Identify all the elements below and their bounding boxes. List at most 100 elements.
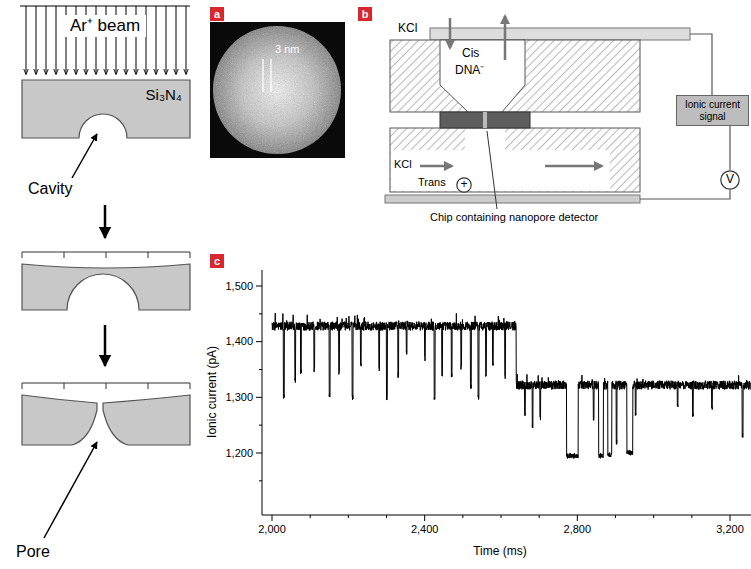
circle-shape [457, 178, 471, 192]
y-tick [259, 480, 262, 481]
ion-beam [20, 6, 190, 74]
scale-bar [270, 59, 271, 92]
chip-window [465, 129, 505, 151]
beam-ray [156, 6, 157, 74]
membrane [483, 112, 487, 128]
cis-chamber [440, 40, 525, 112]
chamber-label: Cis [462, 47, 479, 61]
x-tick [577, 515, 578, 521]
axis-title: Ionic current (pA) [206, 346, 220, 438]
membrane-disc [213, 26, 341, 154]
removed-layer-line [22, 383, 190, 389]
nanopore-chip [440, 112, 530, 128]
thinned-membrane [22, 264, 190, 310]
chamber-label: Trans [418, 176, 446, 189]
tick-label: 1,500 [225, 280, 253, 293]
flow-arrow [420, 165, 452, 168]
beam-ray [176, 6, 177, 74]
wire-connector [729, 126, 730, 170]
x-axis [262, 515, 751, 516]
step-arrow [104, 325, 107, 366]
tick-label: 3,200 [716, 523, 744, 536]
tick-label: 1,200 [225, 447, 253, 460]
image-background [210, 22, 345, 158]
upper-housing [390, 40, 640, 112]
wire [640, 190, 730, 199]
node-text: + [460, 178, 467, 192]
tick-label: 2,400 [411, 523, 439, 536]
scale-label: 3 nm [275, 43, 299, 56]
tick-label: 2,000 [258, 523, 286, 536]
y-tick [256, 286, 262, 287]
beam-ray [186, 6, 187, 74]
x-tick [424, 515, 425, 521]
panel-letter: c [210, 254, 224, 268]
circle-symbol: + [456, 177, 472, 193]
top-plate [430, 28, 690, 40]
flow-arrow [545, 165, 602, 168]
x-tick [691, 515, 692, 518]
x-tick [272, 515, 273, 521]
image-grain [213, 26, 341, 154]
beam-ray [26, 6, 27, 74]
y-tick [256, 453, 262, 454]
leader-arrow [72, 134, 97, 178]
flow-label: KCl [398, 22, 417, 36]
trans-channel [391, 150, 610, 191]
milling-stages [22, 134, 190, 538]
removed-layer-line [22, 252, 190, 258]
node-text: Ionic current signal [681, 99, 744, 122]
molecule-label: DNA⁻ [455, 64, 484, 78]
panel-letter-text: a [214, 8, 220, 21]
circle-symbol: V [720, 170, 740, 190]
panel-letter-text: c [214, 255, 220, 268]
circle-shape [721, 171, 739, 189]
tick-label: 1,400 [225, 335, 253, 348]
x-tick [462, 515, 463, 518]
beam-ray [36, 6, 37, 74]
electrode-plate [385, 195, 640, 203]
tem-image [210, 22, 345, 158]
x-tick [501, 515, 502, 518]
part-label: Pore [16, 543, 50, 561]
node-text: V [726, 173, 734, 187]
current-trace [272, 313, 750, 458]
leader-arrow [44, 442, 97, 538]
part-label: Chip containing nanopore detector [430, 211, 598, 224]
lower-housing [390, 128, 640, 192]
pored-membrane [103, 395, 190, 445]
tick-label: 1,300 [225, 391, 253, 404]
y-tick [259, 313, 262, 314]
x-tick [348, 515, 349, 518]
y-tick [256, 397, 262, 398]
y-tick [259, 425, 262, 426]
beam-ray [46, 6, 47, 74]
current-trace-chart [256, 270, 751, 521]
x-tick [653, 515, 654, 518]
flow-label: KCl [394, 158, 412, 171]
beam-ray [166, 6, 167, 74]
beam-label: Ar⁺ beam [64, 15, 146, 37]
membrane-shape [22, 80, 190, 138]
panel-letter: a [210, 7, 224, 21]
x-tick [539, 515, 540, 518]
flow-arrow [449, 18, 452, 48]
node-text: Si₃N₄ [146, 86, 182, 103]
flow-arrow [504, 16, 507, 60]
part-label: Cavity [28, 180, 72, 198]
step-arrow [104, 205, 107, 238]
tick-label: 2,800 [564, 523, 592, 536]
signal-box: Ionic current signal [676, 95, 749, 126]
x-tick [386, 515, 387, 518]
panel-letter: b [358, 7, 372, 21]
pored-membrane [22, 395, 97, 445]
x-tick [730, 515, 731, 521]
y-tick [256, 341, 262, 342]
y-axis [262, 270, 263, 515]
x-tick [310, 515, 311, 518]
beam-ray [56, 6, 57, 74]
scale-bar [262, 59, 263, 92]
y-tick [259, 369, 262, 370]
